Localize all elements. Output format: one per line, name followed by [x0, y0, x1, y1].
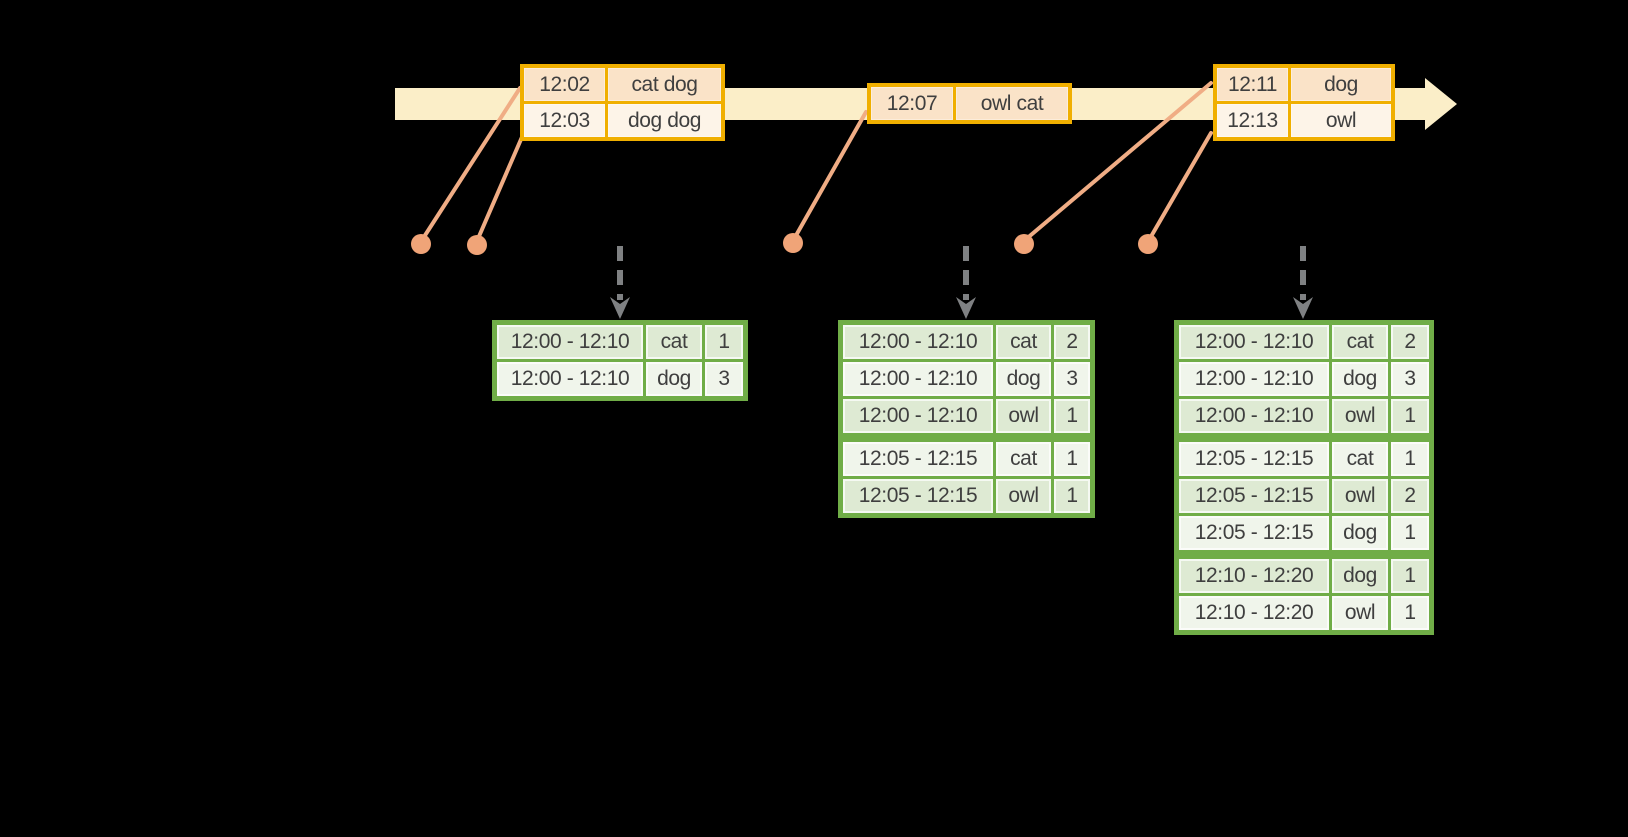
table-cell: 12:00 - 12:10 [843, 362, 993, 396]
trigger-arrowhead-icon [610, 297, 630, 319]
table-cell: dog [646, 362, 702, 396]
table-cell: 12:10 - 12:20 [1179, 596, 1329, 630]
table-cell: 2 [1391, 479, 1429, 513]
table-cell: owl [996, 479, 1051, 513]
table-cell: 2 [1054, 325, 1090, 359]
table-cell: 12:05 - 12:15 [843, 442, 993, 476]
table-cell: 3 [1054, 362, 1090, 396]
event-marker-dot [1138, 234, 1158, 254]
table-cell: 12:05 - 12:15 [1179, 479, 1329, 513]
event-leader-line [475, 135, 524, 243]
table-cell: 3 [1391, 362, 1429, 396]
table-cell: 12:03 [524, 104, 605, 137]
table-cell: 12:00 - 12:10 [497, 362, 643, 396]
table-cell: 12:00 - 12:10 [843, 399, 993, 433]
table-cell: 12:05 - 12:15 [1179, 442, 1329, 476]
table-cell: 1 [1054, 479, 1090, 513]
event-marker-dot [467, 235, 487, 255]
table-cell: cat [996, 325, 1051, 359]
table-cell: dog [1332, 559, 1388, 593]
table-cell: 12:10 - 12:20 [1179, 559, 1329, 593]
event-leader-line [1147, 131, 1213, 242]
table-cell: 1 [705, 325, 743, 359]
table-cell: 2 [1391, 325, 1429, 359]
table-cell: 1 [1054, 399, 1090, 433]
table-cell: owl [1332, 596, 1388, 630]
table-cell: dog dog [608, 104, 721, 137]
table-cell: 1 [1391, 516, 1429, 550]
table-cell: 12:13 [1217, 104, 1288, 137]
event-leader-line [792, 110, 868, 241]
table-cell: owl [996, 399, 1051, 433]
table-cell: 1 [1054, 442, 1090, 476]
table-cell: 1 [1391, 596, 1429, 630]
table-cell: 1 [1391, 399, 1429, 433]
table-cell: 12:00 - 12:10 [1179, 399, 1329, 433]
table-cell: dog [1291, 68, 1391, 101]
event-time-axis-arrowhead-icon [1425, 78, 1457, 130]
table-cell: owl [1332, 399, 1388, 433]
table-cell: 1 [1391, 442, 1429, 476]
table-cell: 12:00 - 12:10 [843, 325, 993, 359]
table-cell: 12:00 - 12:10 [1179, 362, 1329, 396]
table-cell: cat [646, 325, 702, 359]
table-cell: cat [996, 442, 1051, 476]
event-leader-line [420, 86, 522, 242]
event-leader-line [1023, 81, 1213, 242]
table-cell: 12:00 - 12:10 [497, 325, 643, 359]
table-cell: cat dog [608, 68, 721, 101]
table-cell: cat [1332, 442, 1388, 476]
table-cell: dog [1332, 516, 1388, 550]
table-cell: dog [996, 362, 1051, 396]
table-cell: 12:02 [524, 68, 605, 101]
event-marker-dot [411, 234, 431, 254]
event-marker-dot [1014, 234, 1034, 254]
trigger-arrowhead-icon [1293, 297, 1313, 319]
table-cell: owl cat [956, 87, 1068, 120]
table-cell: 12:00 - 12:10 [1179, 325, 1329, 359]
table-cell: cat [1332, 325, 1388, 359]
table-cell: 1 [1391, 559, 1429, 593]
table-cell: 3 [705, 362, 743, 396]
table-cell: 12:07 [871, 87, 953, 120]
event-marker-dot [783, 233, 803, 253]
table-cell: owl [1332, 479, 1388, 513]
trigger-arrowhead-icon [956, 297, 976, 319]
table-cell: 12:05 - 12:15 [1179, 516, 1329, 550]
table-cell: 12:11 [1217, 68, 1288, 101]
table-cell: owl [1291, 104, 1391, 137]
table-cell: 12:05 - 12:15 [843, 479, 993, 513]
table-cell: dog [1332, 362, 1388, 396]
